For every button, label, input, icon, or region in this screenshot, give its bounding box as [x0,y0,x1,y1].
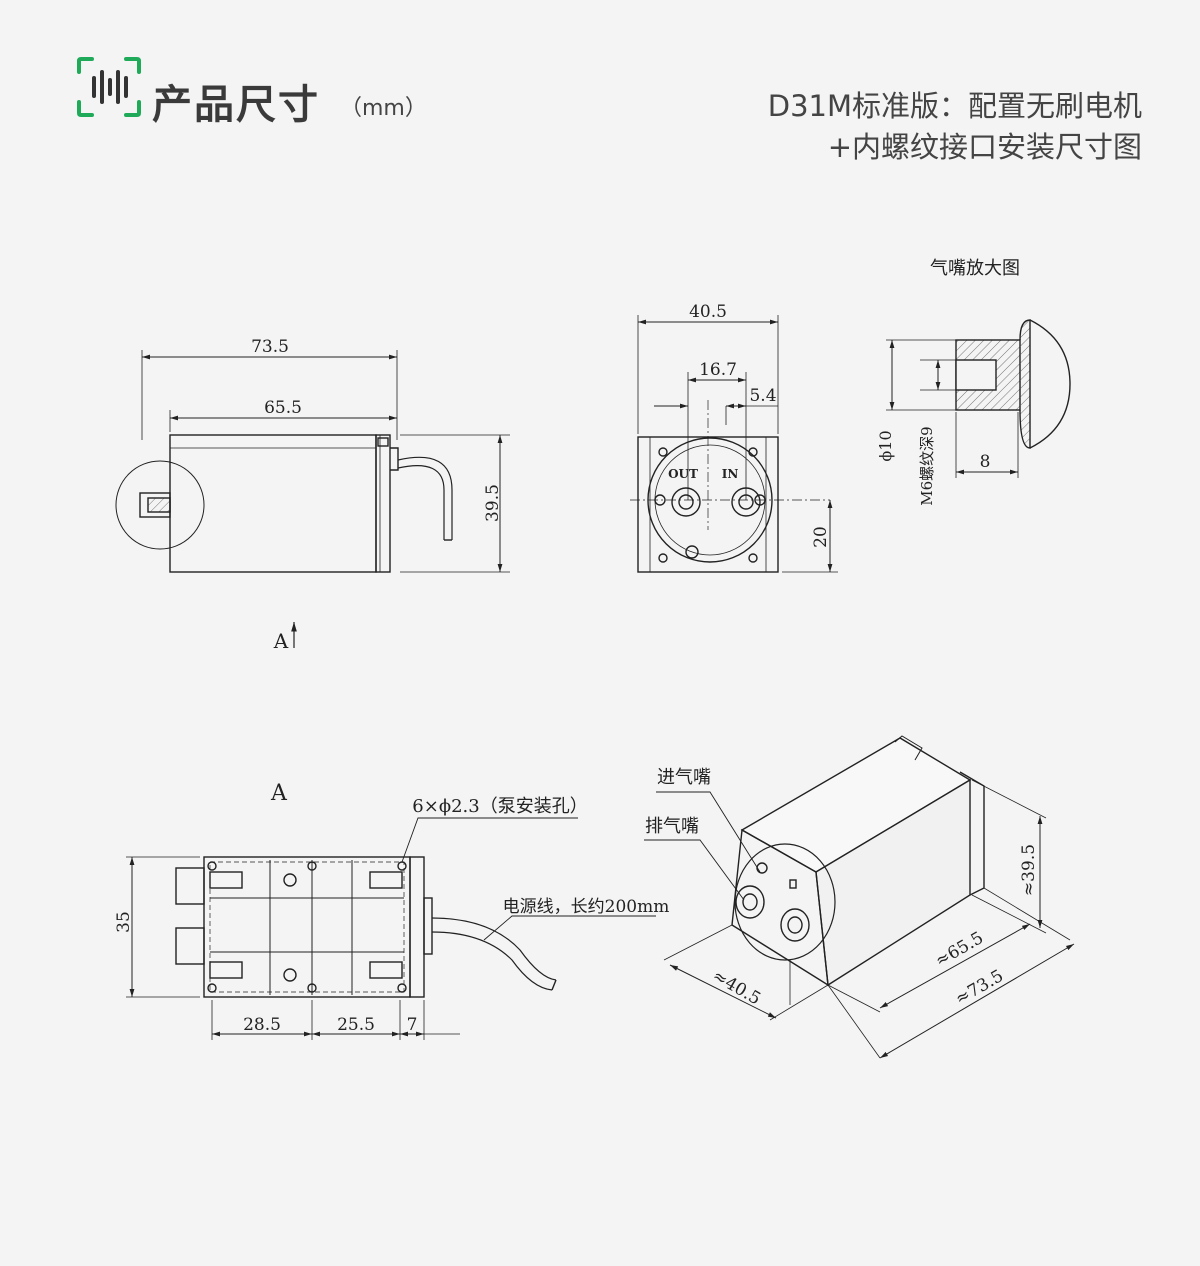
dim-iso-body: ≈65.5 [932,928,987,971]
dim-side-body: 65.5 [264,398,302,418]
dim-nozzle-depth: 8 [980,452,991,472]
nozzle-detail-title: 气嘴放大图 [930,258,1020,279]
dim-bottom-b: 25.5 [337,1015,375,1035]
iso-view [644,735,1075,1059]
dim-iso-overall: ≈73.5 [952,966,1007,1009]
holes-note: 6×ϕ2.3（泵安装孔） [412,796,587,817]
page-subtitle: D31M标准版：配置无刷电机 +内螺纹接口安装尺寸图 [622,86,1142,168]
side-view [115,350,510,648]
bottom-view [126,817,656,1040]
barcode-scan-icon [77,57,141,117]
inlet-label: 进气嘴 [657,767,711,788]
outlet-label: 排气嘴 [645,816,699,837]
dim-front-port-spacing: 16.7 [699,360,737,380]
nozzle-detail [886,319,1071,478]
dim-nozzle-diameter: ϕ10 [876,430,895,461]
dim-front-offset: 5.4 [749,386,776,406]
dim-iso-height: ≈39.5 [1019,844,1039,896]
front-view [630,315,838,573]
view-arrow-a: A [273,629,289,653]
subtitle-line-2: +内螺纹接口安装尺寸图 [827,130,1142,164]
port-label-out: OUT [668,467,698,481]
dim-bottom-a: 28.5 [243,1015,281,1035]
cable-note: 电源线，长约200mm [503,897,670,917]
dim-side-overall: 73.5 [251,337,289,357]
view-label-a: A [270,781,288,806]
dim-front-width: 40.5 [689,302,727,322]
port-label-in: IN [722,467,739,481]
dim-iso-width: ≈40.5 [709,966,764,1009]
unit-label: （mm） [340,96,427,121]
dim-bottom-depth: 35 [114,911,134,933]
subtitle-line-1: D31M标准版：配置无刷电机 [767,89,1142,123]
dim-bottom-c: 7 [407,1015,418,1035]
dim-front-port-height: 20 [811,526,831,548]
dim-side-height: 39.5 [483,484,503,522]
page-title: 产品尺寸 [152,82,320,128]
dim-nozzle-thread: M6螺纹深9 [918,426,936,505]
